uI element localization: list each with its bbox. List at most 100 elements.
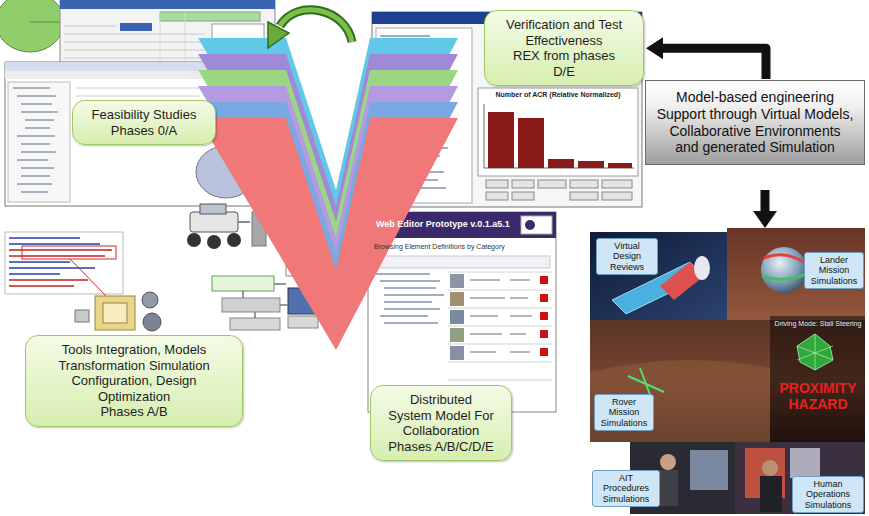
code-listing — [5, 232, 123, 294]
down-arrow — [761, 190, 770, 212]
rover-simulation-image — [590, 360, 770, 442]
ait-photo — [660, 454, 676, 470]
web-editor-window — [470, 280, 532, 352]
flow-blocks — [288, 316, 318, 328]
flow-blocks — [212, 276, 274, 291]
feedback-arrow — [268, 22, 289, 48]
web-editor-window — [525, 220, 535, 230]
feedback-arrow — [268, 10, 352, 48]
bar-chart — [486, 192, 508, 200]
web-editor-window — [540, 348, 548, 356]
code-listing — [9, 250, 112, 286]
rover-model — [190, 212, 238, 232]
simulation-label: Virtual Design Reviews — [596, 238, 658, 275]
web-editor-window — [450, 346, 464, 360]
flow-blocks — [230, 318, 280, 330]
phase-box: Distributed System Model For Collaborati… — [370, 385, 512, 461]
simulation-label: AIT Procedures Simulations — [592, 470, 660, 507]
human-operations-photo — [735, 442, 865, 514]
design-review-image — [590, 232, 727, 322]
bar-chart — [548, 159, 574, 168]
app-window — [120, 23, 152, 31]
code-listing — [5, 232, 123, 298]
app-window — [64, 26, 205, 66]
rover-simulation-image — [797, 334, 833, 370]
hud-text: Driving Mode: Stall Steering — [774, 320, 862, 328]
code-listing — [22, 246, 116, 259]
app-window — [60, 0, 275, 9]
bar-chart — [484, 104, 634, 168]
box-text: Distributed System Model For Collaborati… — [387, 392, 495, 439]
bar-chart — [518, 118, 544, 168]
summary-box: Model-based engineering Support through … — [645, 80, 865, 165]
phase-box: Feasibility StudiesPhases 0/A — [72, 100, 216, 145]
component-icon — [143, 313, 161, 331]
component-icon — [75, 310, 89, 322]
ait-photo — [690, 450, 728, 490]
bar-chart — [570, 180, 598, 188]
web-editor-window — [450, 310, 464, 324]
lander-image — [762, 274, 806, 280]
design-review-image — [590, 232, 727, 322]
window-title: Web Editor Prototype v.0.1.a5.1 — [376, 219, 516, 229]
rover-model — [207, 235, 221, 249]
bar-chart — [486, 180, 508, 188]
web-editor-window — [450, 328, 464, 342]
web-editor-window — [372, 256, 550, 268]
web-editor-window — [368, 212, 556, 412]
app-window — [160, 12, 260, 21]
rover-model — [200, 204, 226, 214]
bar-chart — [578, 161, 604, 168]
rover-model — [187, 233, 201, 247]
simulation-label: Human Operations Simulations — [792, 476, 864, 513]
lander-image — [764, 255, 804, 262]
connector-arrow — [663, 48, 766, 79]
bar-chart — [602, 180, 632, 188]
rover-simulation-image — [797, 334, 833, 370]
human-operations-photo — [735, 442, 865, 514]
v-cycle — [198, 38, 458, 350]
web-editor-window — [540, 312, 548, 320]
web-editor-window — [450, 292, 464, 306]
phase-box: Tools Integration, Models Transformation… — [25, 335, 243, 427]
simulation-label: Rover Mission Simulations — [594, 394, 654, 431]
ait-photo — [658, 470, 678, 506]
app-window — [13, 88, 58, 192]
v-cycle — [198, 118, 458, 350]
web-editor-window — [448, 272, 552, 380]
phase-box: Verification and Test EffectivenessREX f… — [484, 10, 644, 86]
web-editor-window — [540, 294, 548, 302]
bar-chart — [608, 163, 632, 168]
flow-blocks — [222, 298, 280, 312]
web-editor-window — [450, 274, 464, 288]
human-operations-photo — [762, 460, 778, 476]
lander-image — [727, 228, 865, 320]
box-text: Model-based engineering Support through … — [656, 89, 854, 156]
bar-chart — [488, 112, 514, 168]
bar-chart — [478, 88, 638, 200]
ui-caption: Browsing Element Definitions by Category — [374, 243, 534, 251]
web-editor-window — [540, 276, 548, 284]
phase-text: Phases A/B/C/D/E — [387, 439, 495, 455]
warning-text: PROXIMITY HAZARD — [774, 380, 862, 412]
phase-text: Phases 0/A — [89, 123, 199, 139]
design-review-image — [694, 256, 710, 280]
down-arrow — [753, 211, 777, 228]
box-text: Rover Mission Simulations — [598, 397, 650, 428]
simulation-label: Lander Mission Simulations — [804, 252, 864, 289]
human-operations-photo — [790, 448, 820, 478]
app-window — [8, 82, 70, 202]
component-icon — [103, 303, 127, 323]
box-text: AIT Procedures Simulations — [596, 473, 656, 504]
web-editor-window — [521, 216, 552, 234]
phase-text: REX from phases D/E — [501, 48, 627, 79]
chart-title: Number of ACR (Relative Normalized) — [482, 91, 634, 99]
box-text: Lander Mission Simulations — [808, 255, 860, 286]
pie-chart — [0, 0, 64, 52]
rover-simulation-image — [590, 316, 865, 442]
component-icon — [95, 296, 135, 330]
bar-chart — [512, 180, 534, 188]
pie-chart — [0, 0, 64, 52]
web-editor-window — [368, 212, 556, 412]
box-text: Virtual Design Reviews — [600, 241, 654, 272]
